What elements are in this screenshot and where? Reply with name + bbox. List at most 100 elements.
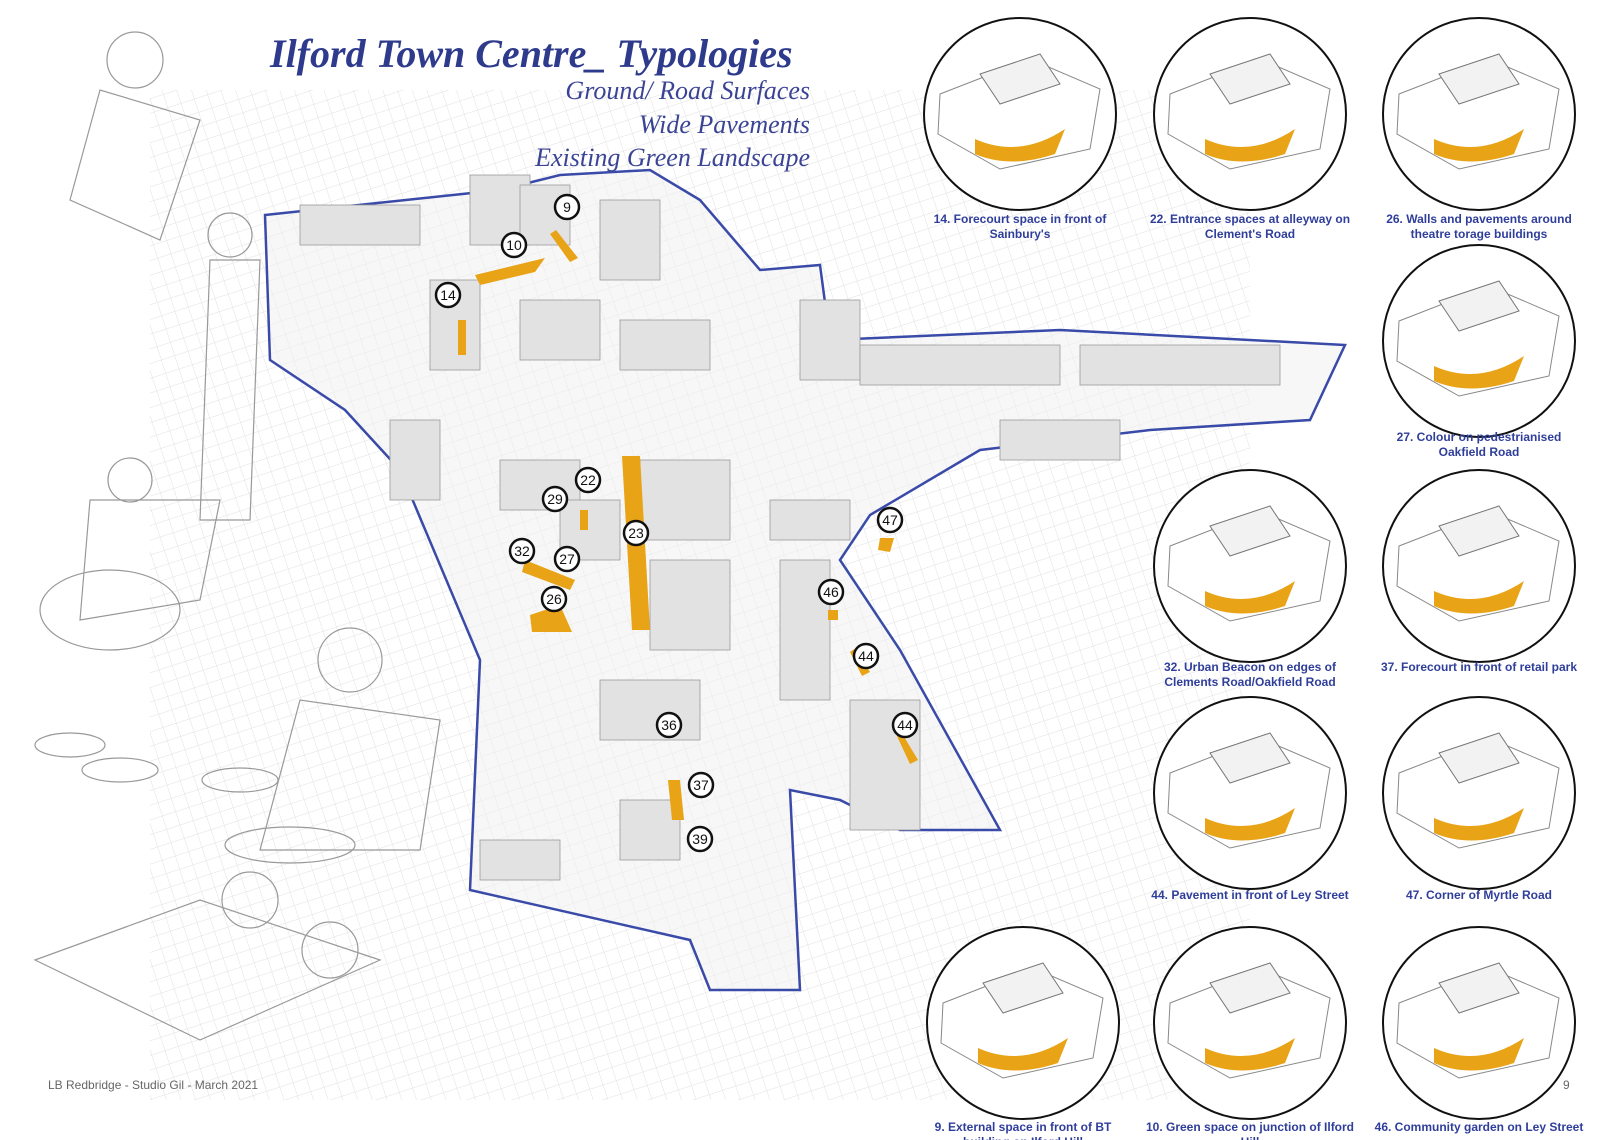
typology-vignette bbox=[1153, 17, 1347, 211]
vignette-caption: 22. Entrance spaces at alleyway on Cleme… bbox=[1149, 212, 1351, 241]
map-marker-22[interactable]: 22 bbox=[574, 466, 602, 494]
vignette-caption: 46. Community garden on Ley Street bbox=[1374, 1120, 1584, 1134]
marker-label: 37 bbox=[693, 777, 709, 793]
marker-label: 29 bbox=[547, 491, 563, 507]
building-block bbox=[859, 344, 1061, 386]
typology-highlight bbox=[1434, 808, 1524, 841]
subtitle-ground-road-surfaces: Ground/ Road Surfaces bbox=[565, 76, 810, 105]
map-marker-14[interactable]: 14 bbox=[434, 281, 462, 309]
typology-vignette bbox=[1382, 244, 1576, 438]
building-block bbox=[479, 839, 561, 881]
typology-highlight bbox=[1434, 129, 1524, 162]
page-title: Ilford Town Centre_ Typologies bbox=[270, 31, 793, 76]
typology-highlight bbox=[1205, 129, 1295, 162]
building-block bbox=[519, 299, 601, 361]
building-block bbox=[389, 419, 441, 501]
map-marker-46[interactable]: 46 bbox=[817, 578, 845, 606]
building-block bbox=[1079, 344, 1281, 386]
vignette-caption: 26. Walls and pavements around theatre t… bbox=[1386, 212, 1572, 241]
marker-label: 39 bbox=[692, 831, 708, 847]
building-block bbox=[999, 419, 1121, 461]
building-block bbox=[599, 679, 701, 741]
marker-label: 36 bbox=[661, 717, 677, 733]
marker-label: 27 bbox=[559, 551, 575, 567]
typology-highlight bbox=[1205, 808, 1295, 841]
subtitle-existing-green-landscape: Existing Green Landscape bbox=[535, 143, 810, 172]
typology-vignette bbox=[923, 17, 1117, 211]
footer-credit: LB Redbridge - Studio Gil - March 2021 bbox=[48, 1078, 259, 1092]
vignette-caption: 37. Forecourt in front of retail park bbox=[1380, 660, 1578, 674]
typology-area bbox=[550, 230, 578, 262]
map-marker-26[interactable]: 26 bbox=[540, 585, 568, 613]
marker-label: 46 bbox=[823, 584, 839, 600]
marker-label: 44 bbox=[897, 717, 913, 733]
map-marker-27[interactable]: 27 bbox=[553, 545, 581, 573]
building-block bbox=[779, 559, 831, 701]
marker-label: 22 bbox=[580, 472, 596, 488]
vignette-caption: 32. Urban Beacon on edges of Clements Ro… bbox=[1163, 660, 1337, 689]
typology-vignette bbox=[926, 926, 1120, 1120]
marker-label: 26 bbox=[546, 591, 562, 607]
typology-vignette bbox=[1153, 696, 1347, 890]
typology-area bbox=[878, 538, 894, 552]
typology-vignette bbox=[1153, 469, 1347, 663]
typology-highlight bbox=[1205, 1038, 1295, 1071]
typology-area bbox=[580, 510, 588, 530]
vignette-caption: 10. Green space on junction of Ilford Hi… bbox=[1145, 1120, 1355, 1140]
typology-highlight bbox=[975, 129, 1065, 162]
map-marker-36[interactable]: 36 bbox=[655, 711, 683, 739]
vignette-caption: 44. Pavement in front of Ley Street bbox=[1151, 888, 1349, 902]
people-sketch-illustration bbox=[33, 31, 441, 1041]
typology-area bbox=[458, 320, 466, 355]
building-block bbox=[599, 199, 661, 281]
building-block bbox=[619, 319, 711, 371]
typology-highlight bbox=[978, 1038, 1068, 1071]
typology-area bbox=[668, 780, 684, 820]
building-block bbox=[619, 799, 681, 861]
marker-label: 14 bbox=[440, 287, 456, 303]
building-blocks bbox=[299, 174, 1281, 881]
map-marker-9[interactable]: 9 bbox=[553, 193, 581, 221]
page-number: 9 bbox=[1563, 1078, 1570, 1092]
vignette-caption: 27. Colour on pedestrianised Oakfield Ro… bbox=[1396, 430, 1562, 459]
subtitle-wide-pavements: Wide Pavements bbox=[638, 110, 810, 139]
vignette-caption: 47. Corner of Myrtle Road bbox=[1405, 888, 1553, 902]
map-marker-44[interactable]: 44 bbox=[852, 642, 880, 670]
map-marker-10[interactable]: 10 bbox=[500, 231, 528, 259]
typology-vignette bbox=[1382, 469, 1576, 663]
typology-highlight bbox=[1205, 581, 1295, 614]
typology-vignette bbox=[1382, 696, 1576, 890]
map-marker-37[interactable]: 37 bbox=[687, 771, 715, 799]
map-marker-23[interactable]: 23 bbox=[622, 519, 650, 547]
marker-label: 23 bbox=[628, 525, 644, 541]
typology-highlight bbox=[1434, 581, 1524, 614]
map-marker-44[interactable]: 44 bbox=[891, 711, 919, 739]
typology-area bbox=[828, 610, 838, 620]
building-block bbox=[769, 499, 851, 541]
typology-area bbox=[896, 730, 918, 764]
vignette-caption: 9. External space in front of BT buildin… bbox=[934, 1120, 1112, 1140]
building-block bbox=[649, 559, 731, 651]
marker-label: 32 bbox=[514, 543, 530, 559]
building-block bbox=[299, 204, 421, 246]
map-marker-32[interactable]: 32 bbox=[508, 537, 536, 565]
map-marker-39[interactable]: 39 bbox=[686, 825, 714, 853]
typology-vignette bbox=[1382, 17, 1576, 211]
map-marker-47[interactable]: 47 bbox=[876, 506, 904, 534]
typology-area bbox=[530, 605, 572, 632]
typology-area bbox=[475, 258, 545, 285]
marker-label: 44 bbox=[858, 648, 874, 664]
typology-highlight bbox=[1434, 1038, 1524, 1071]
typology-highlight bbox=[1434, 356, 1524, 389]
typology-vignette bbox=[1153, 926, 1347, 1120]
vignette-caption: 14. Forecourt space in front of Sainbury… bbox=[933, 212, 1107, 241]
marker-label: 9 bbox=[563, 199, 571, 215]
building-block bbox=[639, 459, 731, 541]
building-block bbox=[799, 299, 861, 381]
typology-vignette bbox=[1382, 926, 1576, 1120]
typology-area bbox=[522, 560, 575, 590]
map-marker-29[interactable]: 29 bbox=[541, 485, 569, 513]
marker-label: 47 bbox=[882, 512, 898, 528]
